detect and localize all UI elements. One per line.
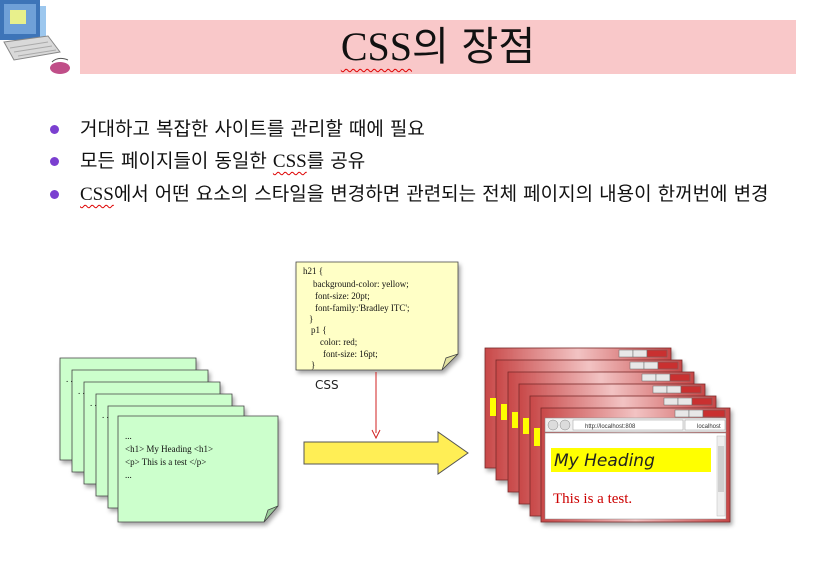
browser-stack: http://localhost:808 localhost My Headin… — [484, 347, 731, 523]
html-line: ... — [125, 470, 132, 480]
html-line: <h1> My Heading <h1> — [125, 444, 213, 454]
bullet-item: CSS에서 어떤 요소의 스타일을 변경하면 관련되는 전체 페이지의 내용이 … — [48, 179, 808, 210]
rendered-heading: My Heading — [554, 451, 655, 471]
address-text: http://localhost:808 — [585, 424, 636, 430]
css-line: } — [311, 360, 315, 370]
back-button-icon[interactable] — [547, 419, 559, 431]
back-page-dots: . . — [78, 386, 85, 396]
forward-button-icon[interactable] — [559, 419, 571, 431]
css-line: font-family:'Bradley ITC'; — [315, 303, 409, 313]
transform-arrow-icon — [303, 431, 469, 475]
bullet-item: 모든 페이지들이 동일한 CSS를 공유 — [48, 146, 808, 177]
back-page-dots: . . — [90, 398, 97, 408]
bullet-list: 거대하고 복잡한 사이트를 관리할 때에 필요 모든 페이지들이 동일한 CSS… — [48, 114, 808, 212]
slide-title: CSS의 장점 — [80, 24, 796, 70]
bullet-item: 거대하고 복잡한 사이트를 관리할 때에 필요 — [48, 114, 808, 144]
browser-tab[interactable] — [684, 419, 726, 431]
title-css: CSS — [340, 24, 413, 69]
title-banner: CSS의 장점 — [80, 20, 796, 74]
css-line: color: red; — [320, 337, 357, 347]
back-page-dots: . . — [66, 374, 73, 384]
css-line: } — [309, 314, 313, 324]
browser-viewport — [544, 432, 727, 520]
css-line: h21 { — [303, 266, 323, 276]
css-line: p1 { — [311, 325, 327, 335]
heading-background — [551, 448, 711, 472]
css-line: font-size: 16pt; — [323, 349, 378, 359]
html-page-stack: . . . . . . . . ... <h1> My Heading <h1>… — [59, 357, 279, 523]
scrollbar-thumb[interactable] — [718, 446, 724, 492]
address-bar[interactable] — [572, 419, 684, 431]
connector-arrowhead — [371, 429, 381, 440]
title-rest: 의 장점 — [412, 24, 536, 70]
css-line: font-size: 20pt; — [315, 291, 370, 301]
css-line: background-color: yellow; — [313, 279, 409, 289]
tab-title: localhost — [697, 424, 721, 430]
css-note: h21 { background-color: yellow; font-siz… — [295, 261, 459, 371]
back-page-dots: . . — [102, 410, 109, 420]
rendered-paragraph: This is a test. — [553, 491, 632, 507]
html-line: ... — [125, 431, 132, 441]
computer-clipart-icon — [0, 0, 70, 74]
html-line: <p> This is a test </p> — [125, 457, 206, 467]
css-label: CSS — [315, 378, 339, 392]
